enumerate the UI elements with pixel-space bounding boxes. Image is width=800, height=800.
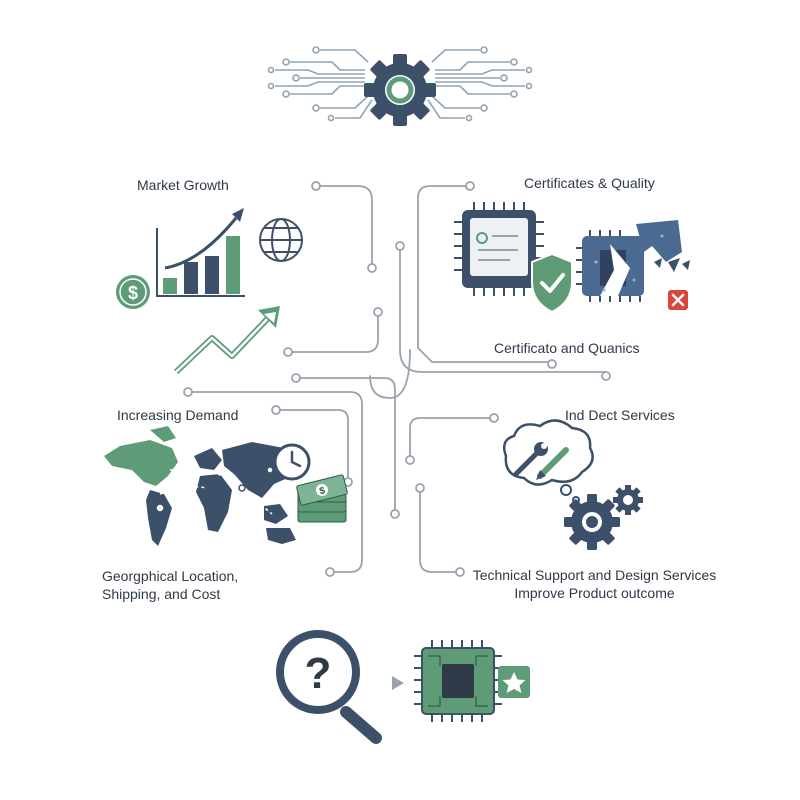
- svg-text:?: ?: [305, 649, 332, 698]
- circuit-tree: [183, 181, 611, 577]
- magnifier-question-icon: ?: [276, 630, 382, 744]
- label-ind-dect-services: Ind Dect Services: [565, 407, 675, 423]
- chip-icon: [414, 640, 502, 722]
- label-technical-support-line2: Improve Product outcome: [514, 585, 675, 601]
- error-x-icon: [668, 290, 688, 310]
- label-certificates-quality: Certificates & Quality: [524, 175, 655, 191]
- label-market-growth: Market Growth: [137, 177, 229, 193]
- label-geographical-line2: Shipping, and Cost: [102, 586, 221, 602]
- label-geographical-line1: Georgphical Location,: [102, 568, 239, 584]
- svg-text:$: $: [128, 283, 138, 303]
- trend-arrow-icon: [173, 306, 280, 375]
- gear-icon: [364, 54, 436, 126]
- top-circuit-lines: [267, 46, 533, 122]
- label-certificato-quanics: Certificato and Quanics: [494, 340, 640, 356]
- label-technical-support-line1: Technical Support and Design Services: [472, 567, 717, 583]
- chip-certificate-icon: [454, 202, 544, 296]
- bar-chart-icon: [156, 208, 245, 297]
- wrench-icon: [513, 442, 548, 477]
- label-increasing-demand: Increasing Demand: [117, 407, 239, 423]
- gears-icon: [564, 485, 643, 550]
- world-map-icon: [104, 426, 300, 546]
- broken-chip-icon: [576, 220, 690, 302]
- thought-bubble-icon: [503, 419, 594, 504]
- clock-icon: [273, 443, 311, 481]
- dollar-icon: $: [116, 275, 150, 309]
- star-badge-icon: [498, 666, 530, 698]
- globe-icon: [259, 218, 303, 262]
- pencil-icon: [536, 447, 569, 480]
- arrow-right-icon: [392, 676, 404, 690]
- label-geographical: Georgphical Location, Shipping, and Cost: [102, 567, 238, 603]
- shield-check-icon: [531, 252, 573, 314]
- label-technical-support: Technical Support and Design Services Im…: [472, 566, 717, 602]
- svg-text:$: $: [318, 485, 326, 497]
- cash-stack-icon: $: [296, 474, 348, 523]
